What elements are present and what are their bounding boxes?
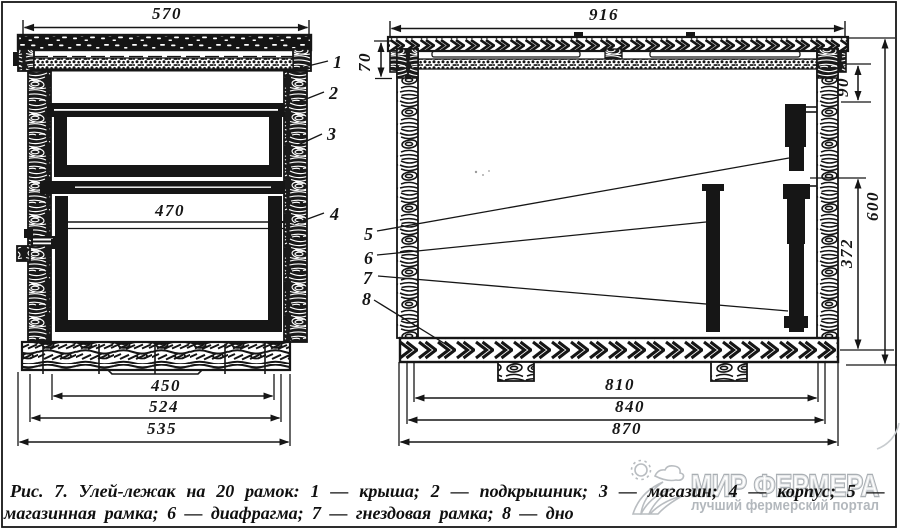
svg-text:916: 916 <box>589 5 619 24</box>
svg-text:600: 600 <box>863 191 882 221</box>
svg-text:90: 90 <box>833 77 852 97</box>
svg-text:5: 5 <box>364 224 373 244</box>
svg-text:70: 70 <box>355 52 374 72</box>
svg-text:Рис. 7. Улей-лежак на 20 рамок: Рис. 7. Улей-лежак на 20 рамок: 1 — крыш… <box>9 481 885 501</box>
svg-text:лучший фермерский портал: лучший фермерский портал <box>691 497 879 514</box>
svg-text:570: 570 <box>152 4 182 23</box>
svg-text:МИР ФЕРМЕРА: МИР ФЕРМЕРА <box>691 468 879 503</box>
svg-text:магазинная рамка; 6 — диафрагм: магазинная рамка; 6 — диафрагма; 7 — гне… <box>3 503 574 523</box>
svg-text:524: 524 <box>149 397 179 416</box>
svg-text:470: 470 <box>154 201 185 220</box>
svg-text:8: 8 <box>362 289 371 309</box>
svg-text:1: 1 <box>333 52 342 72</box>
svg-text:2: 2 <box>328 83 338 103</box>
svg-text:450: 450 <box>150 376 181 395</box>
svg-text:535: 535 <box>147 419 177 438</box>
svg-text:372: 372 <box>837 238 856 269</box>
svg-text:3: 3 <box>326 124 336 144</box>
svg-text:810: 810 <box>605 375 635 394</box>
svg-text:7: 7 <box>363 268 373 288</box>
svg-text:6: 6 <box>364 248 373 268</box>
svg-text:4: 4 <box>329 204 339 224</box>
svg-text:840: 840 <box>615 397 645 416</box>
svg-text:870: 870 <box>612 419 642 438</box>
